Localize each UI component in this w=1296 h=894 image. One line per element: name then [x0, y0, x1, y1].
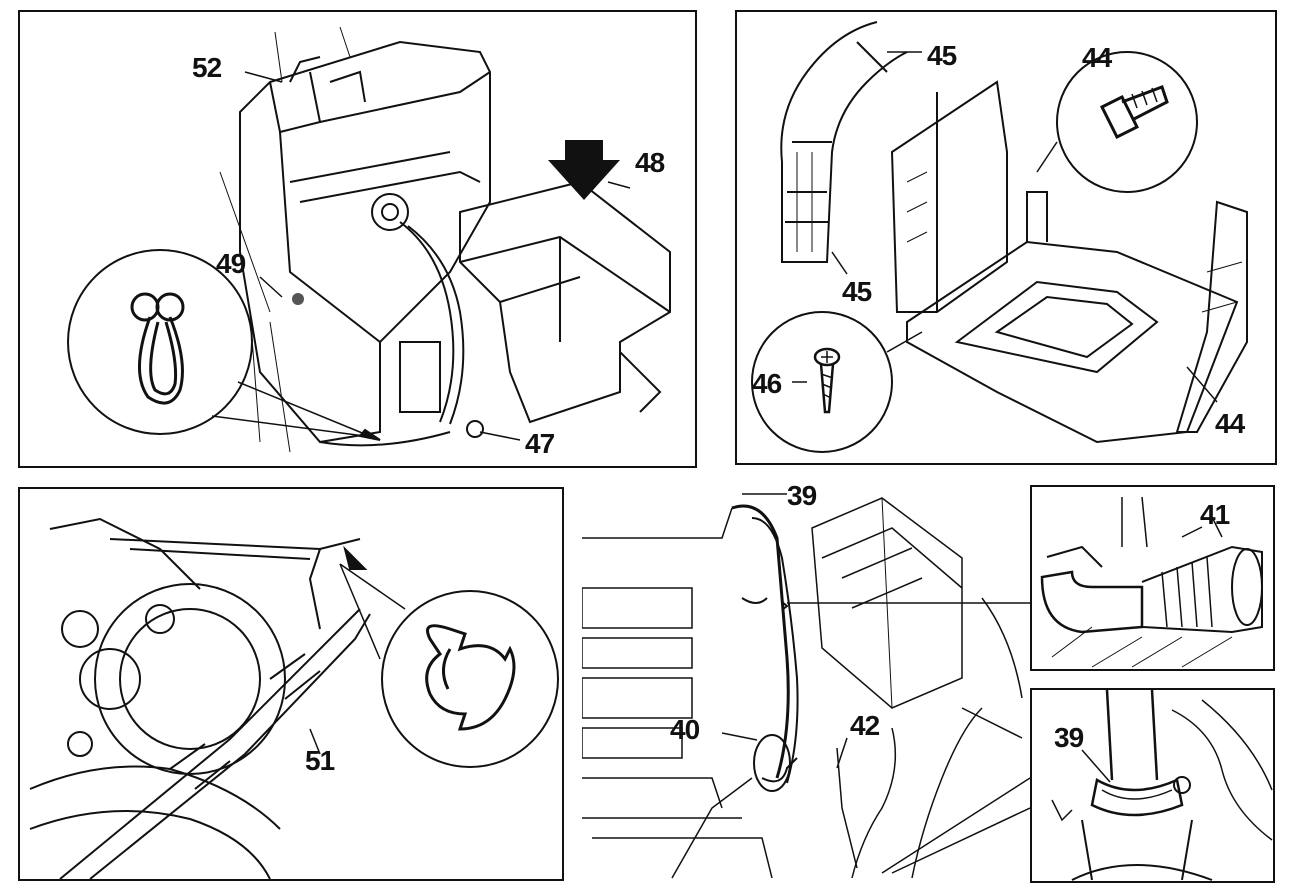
- callout-45-bottom: 45: [842, 276, 872, 307]
- tray-hose: [780, 21, 908, 263]
- callout-45-top: 45: [927, 40, 957, 71]
- callout-52: 52: [192, 52, 222, 83]
- callout-39-clamp: 39: [1054, 722, 1084, 753]
- screw-icon: [813, 347, 841, 414]
- bolt-icon: [1099, 85, 1169, 140]
- callout-44-top: 44: [1082, 42, 1112, 73]
- screw-detail-circle: [751, 311, 893, 453]
- clip-loop-icon: [130, 292, 185, 405]
- callout-51: 51: [305, 745, 335, 776]
- callout-46: 46: [752, 368, 782, 399]
- cable-drawing: [29, 517, 559, 879]
- panel-engine-bay: 39 40 42: [582, 478, 1030, 884]
- callout-48: 48: [635, 147, 665, 178]
- callout-41: 41: [1200, 499, 1230, 530]
- hose-detail-drawing: [1040, 496, 1263, 668]
- clamp-detail-drawing: [1051, 690, 1273, 881]
- panel-tray: 45 44 45 46 44: [735, 10, 1277, 465]
- panel-cable: 51: [18, 487, 564, 881]
- push-down-arrow-icon: [548, 140, 620, 200]
- callout-40: 40: [670, 714, 700, 745]
- hose-elbow: [1040, 570, 1144, 634]
- panel-clamp-detail: 39: [1030, 688, 1275, 883]
- callout-47: 47: [525, 428, 555, 459]
- callout-44-bottom: 44: [1215, 408, 1245, 439]
- detail-circle: [67, 249, 253, 435]
- battery-terminal: [371, 193, 409, 231]
- panel-battery: 52 48 49 47: [18, 10, 697, 468]
- callout-39-bay: 39: [787, 480, 817, 511]
- engine-housing: [94, 583, 286, 775]
- coolant-hose: [731, 504, 790, 779]
- bolt-detail-circle: [1056, 51, 1198, 193]
- snap-ring-detail-circle: [381, 590, 559, 768]
- callout-49: 49: [216, 248, 246, 279]
- tray-drawing: [751, 21, 1248, 453]
- battery-cover: [459, 180, 671, 424]
- callout-42: 42: [850, 710, 880, 741]
- battery-body: [239, 40, 491, 444]
- snap-ring-icon: [425, 624, 516, 731]
- engine-bay-drawing: [582, 493, 1030, 879]
- battery-drawing: [67, 26, 671, 453]
- cable-51: [59, 608, 361, 879]
- panel-hose-detail: 41: [1030, 485, 1275, 671]
- hose-clamp: [1090, 778, 1184, 817]
- tray-bracket: [890, 80, 1008, 313]
